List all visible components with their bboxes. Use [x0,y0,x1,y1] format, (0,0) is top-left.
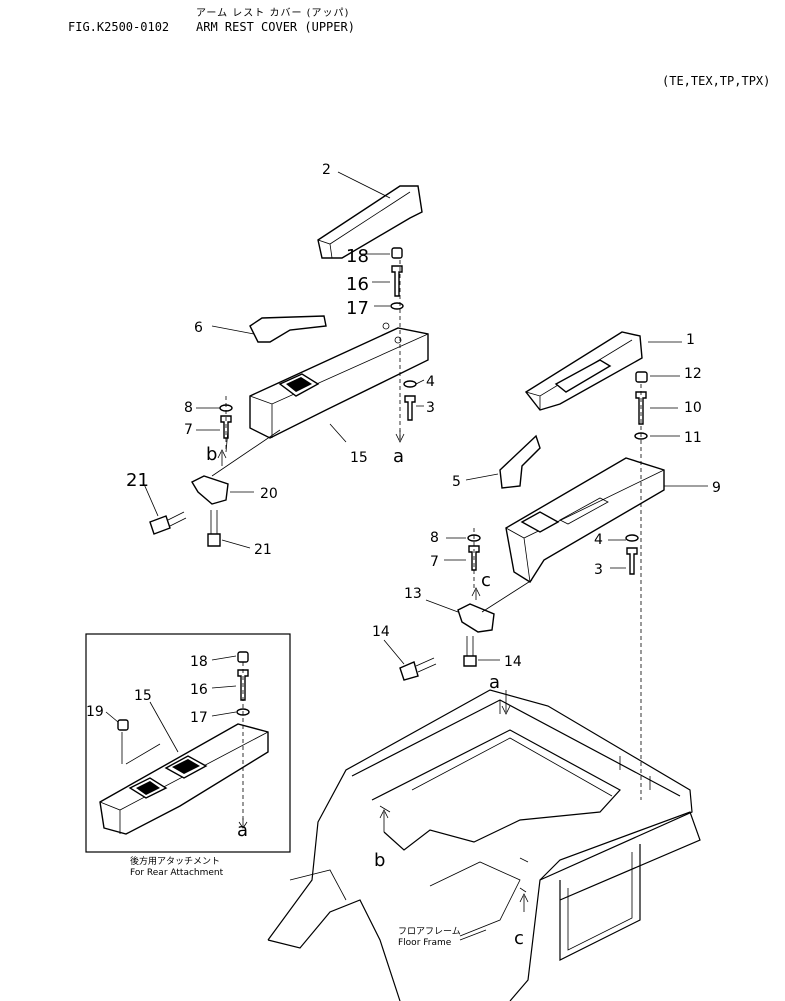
leader-lines [105,171,708,753]
callout-8-left: 8 [184,400,193,416]
right-armrest-assembly [399,331,665,800]
callout-15-inset: 15 [134,688,152,704]
part-14-bolts [399,636,477,681]
inset-caption-english: For Rear Attachment [130,868,224,878]
inset-caption-japanese: 後方用アタッチメント [130,855,220,867]
callout-8-right: 8 [430,530,439,546]
callout-11: 11 [684,430,702,446]
callout-6: 6 [194,320,203,336]
callout-labels: 2 18 16 17 6 4 3 8 7 15 20 21 21 1 12 10… [86,162,721,726]
callout-10: 10 [684,400,702,416]
fasteners-3-4-left [403,380,417,421]
letter-a-inset: a [237,820,248,841]
callout-20: 20 [260,486,278,502]
callout-17-inset: 17 [190,710,208,726]
letter-c-right: c [481,570,491,591]
letter-a-floor: a [489,672,500,693]
part-5-bracket [499,434,541,489]
callout-12: 12 [684,366,702,382]
callout-1: 1 [686,332,695,348]
callout-9: 9 [712,480,721,496]
part-6-bracket [249,315,327,343]
part-13-bracket [457,603,495,633]
letter-b-floor: b [374,850,385,871]
callout-16-inset: 16 [190,682,208,698]
callout-15-main: 15 [350,450,368,466]
inset-part-15 [99,723,269,835]
callout-5: 5 [452,474,461,490]
figure-header: アーム レスト カバー (アッパ) FIG.K2500-0102 ARM RES… [0,0,785,88]
callout-17-left: 17 [346,298,369,319]
fasteners-3-4-right [625,534,639,575]
callout-14-right: 14 [504,654,522,670]
callout-4-left: 4 [426,374,435,390]
floor-frame-label-english: Floor Frame [398,938,452,948]
part-1-upper-cover [524,331,643,411]
title-english: ARM REST COVER (UPPER) [196,20,355,34]
callout-21-secondary: 21 [254,542,272,558]
callout-4-right: 4 [594,532,603,548]
part-20-bracket [191,475,229,505]
callout-14-left: 14 [372,624,390,640]
part-21-bolts [149,510,221,547]
part-9-armrest-body [505,457,665,583]
callout-18-left: 18 [346,246,369,267]
callout-7-left: 7 [184,422,193,438]
part-2-upper-cover [317,185,423,259]
letter-b-left: b [206,444,217,465]
floor-frame [267,689,701,1001]
title-japanese: アーム レスト カバー (アッパ) [196,8,350,19]
rear-attachment-inset [85,633,291,853]
reference-arrows [217,430,529,912]
callout-19: 19 [86,704,104,720]
callout-3-right: 3 [594,562,603,578]
left-armrest-assembly [149,185,429,547]
callout-7-right: 7 [430,554,439,570]
callout-16-left: 16 [346,274,369,295]
callout-3-left: 3 [426,400,435,416]
model-applicability: (TE,TEX,TP,TPX) [662,74,771,88]
floor-frame-label-japanese: フロアフレーム [398,926,461,937]
callout-2: 2 [322,162,331,178]
callout-13: 13 [404,586,422,602]
fasteners-18-16-17-left [390,247,404,310]
letter-c-floor: c [514,928,524,949]
callout-18-inset: 18 [190,654,208,670]
reference-letters: a b c a a b c [206,444,524,949]
part-15-armrest-body [249,322,429,439]
letter-a-left: a [393,446,404,467]
figure-code: FIG.K2500-0102 [68,20,170,34]
callout-21-main: 21 [126,470,149,491]
